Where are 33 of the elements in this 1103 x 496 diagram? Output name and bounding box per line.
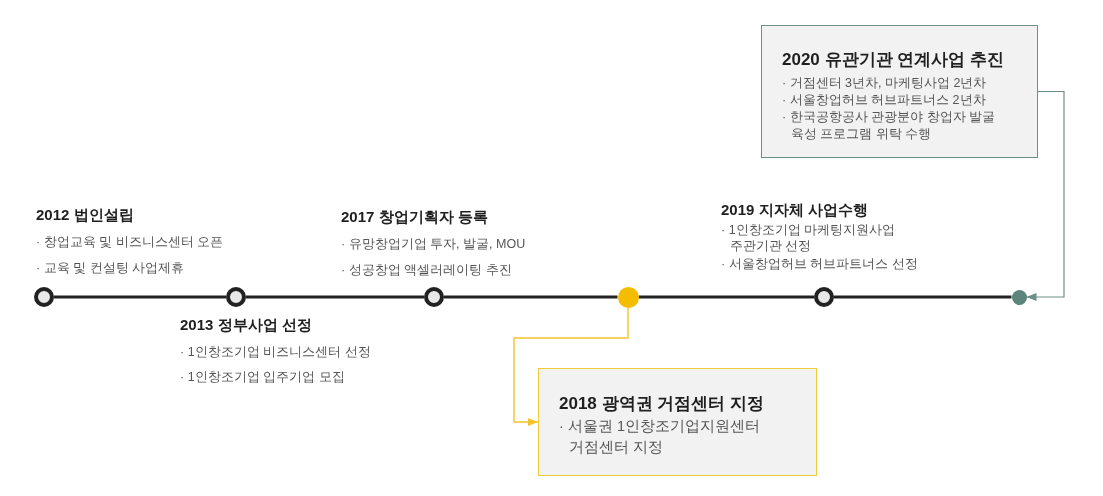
timeline-marker (226, 287, 246, 307)
bullet-text: · 서울권 1인창조기업지원센터 거점센터 지정 (559, 417, 761, 457)
timeline-line (54, 295, 226, 299)
bullet-text: · 성공창업 액셀러레이팅 추진 (341, 262, 513, 279)
connector-arrow (513, 306, 629, 426)
bullet-text: · 1인창조기업 마케팅지원사업 주관기관 선정 (721, 222, 897, 254)
event-title: 2013 정부사업 선정 (180, 315, 312, 335)
timeline-line (638, 295, 814, 299)
event-title: 2017 창업기획자 등록 (341, 207, 488, 227)
timeline-marker (34, 287, 54, 307)
bullet-text: · 1인창조기업 비즈니스센터 선정 (180, 344, 372, 361)
timeline-marker (814, 287, 834, 307)
bullet-text: · 거점센터 3년차, 마케팅사업 2년차 (782, 75, 988, 92)
card-title: 2018 광역권 거점센터 지정 (559, 393, 764, 415)
bullet-text: · 창업교육 및 비즈니스센터 오픈 (36, 234, 225, 251)
bullet-text: · 한국공항공사 관광분야 창업자 발굴 육성 프로그램 위탁 수행 (782, 109, 997, 143)
timeline-marker (617, 286, 639, 308)
event-card (761, 25, 1038, 158)
timeline-marker (424, 287, 444, 307)
event-title: 2012 법인설립 (36, 205, 134, 225)
bullet-text: · 교육 및 컨설팅 사업제휴 (36, 260, 186, 277)
timeline-line (444, 295, 618, 299)
timeline-marker (1011, 289, 1027, 305)
bullet-text: · 1인창조기업 입주기업 모집 (180, 369, 346, 386)
bullet-text: · 서울창업허브 허브파트너스 선정 (721, 256, 919, 272)
timeline-line (834, 295, 1012, 299)
bullet-text: · 유망창업기업 투자, 발굴, MOU (341, 236, 527, 253)
event-title: 2019 지자체 사업수행 (721, 200, 868, 220)
bullet-text: · 서울창업허브 허브파트너스 2년차 (782, 92, 987, 109)
connector-arrow (1025, 90, 1065, 301)
card-title: 2020 유관기관 연계사업 추진 (782, 49, 1004, 71)
timeline-line (246, 295, 424, 299)
event-card (538, 368, 817, 476)
